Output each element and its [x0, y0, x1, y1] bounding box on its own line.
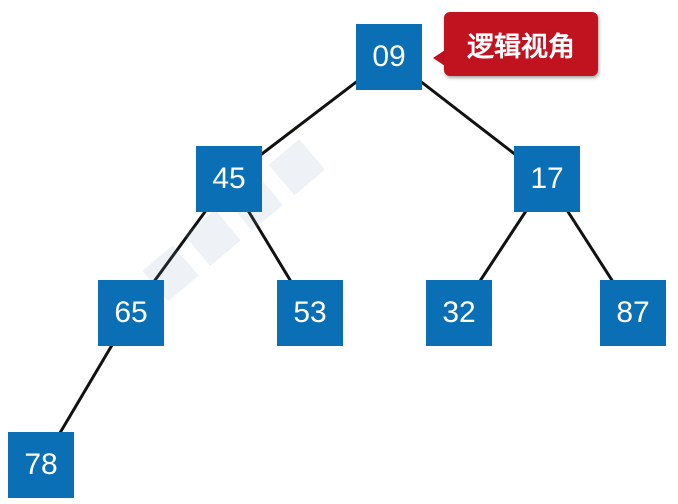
tree-node: 78: [8, 432, 74, 498]
view-callout-label: 逻辑视角: [444, 12, 598, 76]
tree-node: 87: [600, 280, 666, 346]
tree-node: 65: [98, 280, 164, 346]
tree-node: 53: [277, 280, 343, 346]
tree-node: 45: [196, 146, 262, 212]
tree-node: 09: [356, 24, 422, 90]
tree-node: 17: [514, 146, 580, 212]
callout-pointer: [433, 50, 445, 66]
tree-node: 32: [426, 280, 492, 346]
